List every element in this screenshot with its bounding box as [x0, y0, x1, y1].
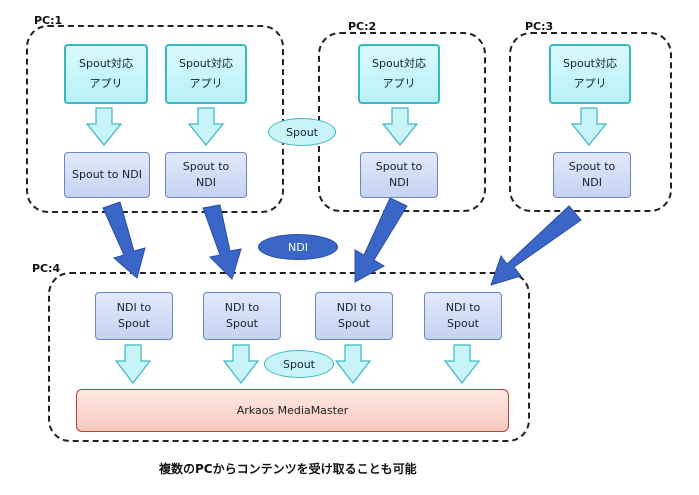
ndi-to-spout-line1: NDI to — [445, 301, 481, 314]
spout-to-ndi-line1: Spout to — [375, 160, 423, 173]
pc2-label: PC:2 — [348, 20, 377, 33]
app-label-line2: アプリ — [189, 77, 223, 90]
ndi-arrow-pc3 — [490, 205, 582, 286]
spout-arrow-pc3 — [570, 107, 608, 146]
ndi-to-spout-line2: Spout — [447, 317, 479, 330]
spout-ellipse-top: Spout — [268, 118, 336, 146]
master-label: Arkaos MediaMaster — [236, 404, 349, 417]
spout-arrow-pc4-4 — [443, 344, 481, 384]
ndi-to-spout-line2: Spout — [226, 317, 258, 330]
app-label-line2: アプリ — [89, 77, 123, 90]
spout-arrow-pc2 — [381, 107, 419, 146]
ndi-arrow-pc2 — [354, 197, 408, 283]
spout-app-box-pc2: Spout対応アプリ — [358, 44, 440, 104]
spout-arrow-pc1-b — [187, 107, 225, 146]
spout-arrow-pc4-3 — [334, 344, 372, 384]
ndi-to-spout-box-3: NDI to Spout — [315, 292, 393, 340]
spout-arrow-pc4-1 — [114, 344, 152, 384]
spout-to-ndi-label: Spout to NDI — [72, 168, 142, 181]
app-label-line1: Spout対応 — [372, 57, 426, 70]
spout-app-box-pc1-a: Spout対応アプリ — [64, 44, 148, 104]
ndi-ellipse: NDI — [258, 234, 338, 260]
spout-to-ndi-line2: NDI — [196, 176, 216, 189]
spout-to-ndi-line1: Spout to — [568, 160, 616, 173]
spout-to-ndi-box-pc3: Spout to NDI — [553, 152, 631, 198]
app-label-line1: Spout対応 — [563, 57, 617, 70]
app-label-line1: Spout対応 — [179, 57, 233, 70]
spout-arrow-pc1-a — [85, 107, 123, 146]
spout-to-ndi-line2: NDI — [389, 176, 409, 189]
ndi-to-spout-line2: Spout — [118, 317, 150, 330]
app-label-line2: アプリ — [573, 77, 607, 90]
ndi-to-spout-box-4: NDI to Spout — [424, 292, 502, 340]
app-label-line2: アプリ — [382, 77, 416, 90]
spout-to-ndi-box-pc1-b: Spout to NDI — [165, 152, 247, 198]
ndi-to-spout-line1: NDI to — [116, 301, 152, 314]
spout-arrow-pc4-2 — [222, 344, 260, 384]
pc4-group — [48, 272, 530, 442]
pc1-label: PC:1 — [34, 14, 63, 27]
pc3-label: PC:3 — [525, 20, 554, 33]
spout-to-ndi-box-pc2: Spout to NDI — [360, 152, 438, 198]
pc3-group — [509, 32, 672, 212]
ndi-to-spout-line1: NDI to — [224, 301, 260, 314]
spout-to-ndi-line1: Spout to — [182, 160, 230, 173]
ndi-to-spout-box-2: NDI to Spout — [203, 292, 281, 340]
ndi-to-spout-line1: NDI to — [336, 301, 372, 314]
app-label-line1: Spout対応 — [79, 57, 133, 70]
spout-app-box-pc3: Spout対応アプリ — [549, 44, 631, 104]
pc1-group — [26, 25, 284, 213]
arkaos-mediamaster-box: Arkaos MediaMaster — [76, 389, 509, 432]
spout-ellipse-bottom: Spout — [264, 350, 334, 378]
ndi-to-spout-box-1: NDI to Spout — [95, 292, 173, 340]
spout-to-ndi-line2: NDI — [582, 176, 602, 189]
caption: 複数のPCからコンテンツを受け取ることも可能 — [159, 462, 417, 476]
spout-to-ndi-box-pc1-a: Spout to NDI — [64, 152, 150, 198]
ndi-arrow-pc1-a — [102, 201, 146, 279]
spout-app-box-pc1-b: Spout対応アプリ — [165, 44, 247, 104]
ndi-arrow-pc1-b — [202, 204, 242, 280]
ndi-to-spout-line2: Spout — [338, 317, 370, 330]
pc4-label: PC:4 — [32, 262, 61, 275]
